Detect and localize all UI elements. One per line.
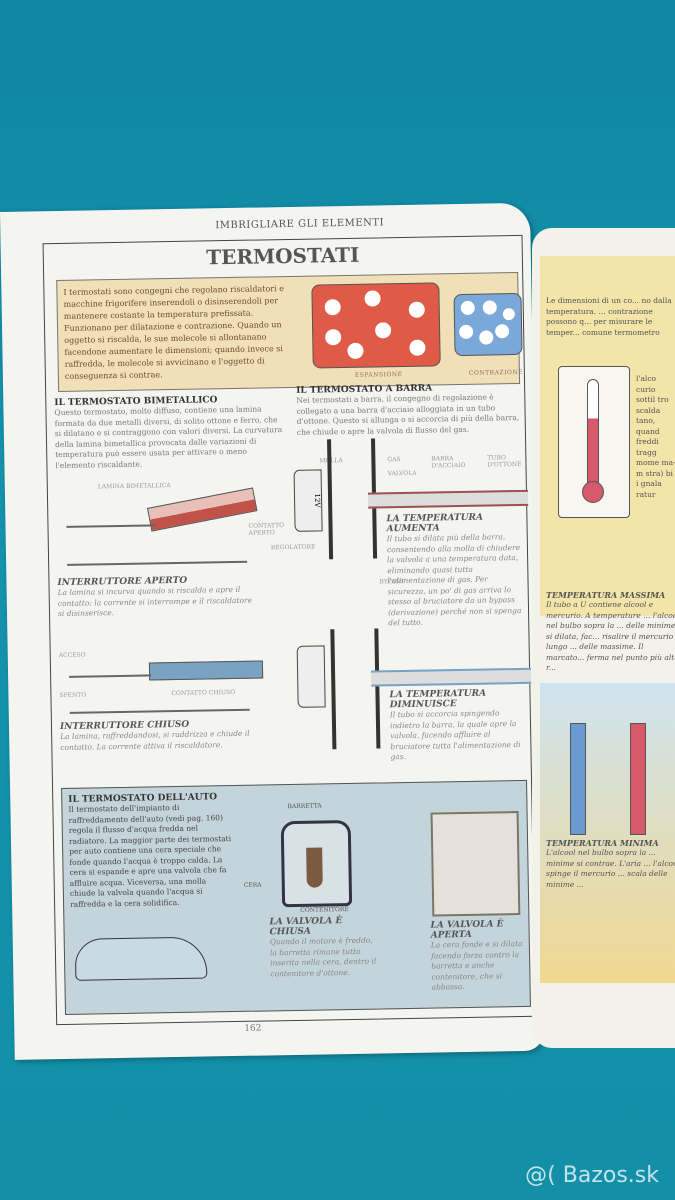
car-thermostat-box: IL TERMOSTATO DELL'AUTO Il termostato de… <box>61 779 531 1015</box>
temp-rise-heading: LA TEMPERATURA AUMENTA <box>386 512 484 535</box>
label-wax: CERA <box>243 881 262 889</box>
valve-open-heading: LA VALVOLA È APERTA <box>430 919 504 941</box>
left-page: IMBRIGLIARE GLI ELEMENTI TERMOSTATI I te… <box>0 202 545 1060</box>
gas-pipe <box>330 628 381 750</box>
bar-text: Nei termostati a barra, il congegno di r… <box>296 392 520 437</box>
closed-switch-text: La lamina, raffreddandosi, si raddrizza … <box>60 728 250 752</box>
label-valve: VALVOLA <box>387 469 417 478</box>
valve-closed-heading: LA VALVOLA È CHIUSA <box>269 916 343 938</box>
valve-open-caption: LA VALVOLA È APERTA La cera fonde e si d… <box>430 919 527 993</box>
page-number: 162 <box>244 1023 262 1034</box>
car-text: Il termostato dell'impianto di raffredda… <box>68 802 232 909</box>
running-head: IMBRIGLIARE GLI ELEMENTI <box>215 217 385 232</box>
label-gas: GAS <box>387 456 401 464</box>
max-temp-text: Il tubo a U contiene alcool e mercurio. … <box>546 600 675 672</box>
valve-open-illustration <box>430 811 521 917</box>
valve-open-text: La cera fonde e si dilata facendo forza … <box>430 938 523 992</box>
label-regulator: REGOLATORE <box>270 543 316 552</box>
max-temp-caption: TEMPERATURA MASSIMA Il tubo a U contiene… <box>546 590 675 674</box>
temp-fall-caption: LA TEMPERATURA DIMINUISCE Il tubo si acc… <box>389 688 530 763</box>
contraction-label: CONTRAZIONE <box>468 368 524 377</box>
min-temp-heading: TEMPERATURA MINIMA <box>546 838 659 848</box>
page-title: TERMOSTATI <box>206 242 360 270</box>
bar-section: IL TERMOSTATO A BARRA Nei termostati a b… <box>296 382 523 438</box>
regulator-dial[interactable]: 12V <box>293 469 323 532</box>
intro-box: I termostati sono congegni che regolano … <box>56 271 524 393</box>
page-frame: TERMOSTATI I termostati sono congegni ch… <box>42 234 537 1026</box>
thermometer-box: Le dimensioni di un co... no dalla tempe… <box>540 256 675 616</box>
label-tube: TUBO D'OTTONE <box>487 454 522 469</box>
temp-fall-text: Il tubo si accorcia spingendo indietro l… <box>389 708 521 762</box>
watermark: @( Bazos.sk <box>525 1163 659 1188</box>
bimetal-text: Questo termostato, molto diffuso, contie… <box>54 404 283 470</box>
valve-closed-illustration <box>280 819 353 908</box>
wire <box>69 674 152 678</box>
temp-fall-heading: LA TEMPERATURA DIMINUISCE <box>389 688 487 711</box>
label-rod: BARRETTA <box>287 802 322 811</box>
wire <box>66 524 157 528</box>
label-on: ACCESO <box>58 651 86 660</box>
max-min-thermometer-illustration <box>540 683 675 983</box>
regulator-dial <box>296 645 326 708</box>
bimetal-section: IL TERMOSTATO BIMETALLICO Questo termost… <box>54 394 285 471</box>
temp-rise-text: Il tubo si dilata più della barra, conse… <box>386 532 522 628</box>
max-temp-heading: TEMPERATURA MASSIMA <box>546 590 666 600</box>
min-temp-caption: TEMPERATURA MINIMA L'alcool nel bulbo so… <box>546 838 675 890</box>
min-temp-text: L'alcool nel bulbo sopra la ... minime s… <box>546 848 675 889</box>
bimetal-strip-bent <box>146 487 258 532</box>
label-bimetal-strip: LAMINA BIMETALLICA <box>97 482 171 491</box>
closed-switch-caption: INTERRUTTORE CHIUSO La lamina, raffredda… <box>60 719 261 753</box>
intro-text: I termostati sono congegni che regolano … <box>63 284 284 381</box>
thermometer-illustration <box>558 366 630 518</box>
open-switch-caption: INTERRUTTORE APERTO La lamina si incurva… <box>57 575 258 620</box>
brass-tube <box>371 667 532 687</box>
car-illustration <box>74 936 208 981</box>
wire <box>69 708 250 714</box>
label-container: CONTENITORE <box>300 906 349 914</box>
label-open-contact: CONTATTO APERTO <box>248 522 285 537</box>
valve-closed-text: Quando il motore è freddo, la barretta r… <box>269 935 377 978</box>
valve-closed-caption: LA VALVOLA È CHIUSA Quando il motore è f… <box>269 915 380 979</box>
bimetal-strip-straight <box>148 660 264 681</box>
right-intro-text: Le dimensioni di un co... no dalla tempe… <box>546 296 672 337</box>
label-steel-bar: BARRA D'ACCIAIO <box>431 455 466 470</box>
brass-tube <box>367 489 529 509</box>
right-page: Le dimensioni di un co... no dalla tempe… <box>532 228 675 1048</box>
label-off: SPENTO <box>59 691 87 700</box>
expansion-illustration <box>311 282 441 369</box>
expansion-label: ESPANSIONE <box>354 371 403 379</box>
right-side-text: l'alco curio sottil tro scalda tano, qua… <box>636 374 675 499</box>
open-switch-text: La lamina si incurva quando si riscalda … <box>57 584 253 619</box>
contraction-illustration <box>453 292 523 357</box>
wire <box>67 560 248 566</box>
label-closed-contact: CONTATTO CHIUSO <box>171 688 236 698</box>
temp-rise-caption: LA TEMPERATURA AUMENTA Il tubo si dilata… <box>386 512 528 629</box>
